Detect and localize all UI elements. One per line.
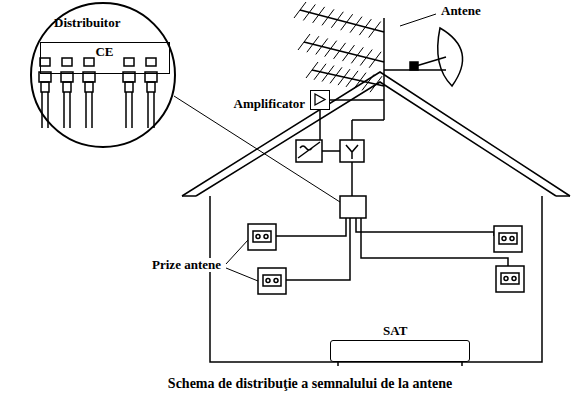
combiner-wires (322, 120, 384, 151)
antenna-sockets (248, 224, 524, 294)
combiner-to-distributor (351, 162, 353, 196)
power-supply (296, 140, 322, 162)
socket-label: Prize antene (151, 258, 222, 272)
antenna-label: Antene (440, 4, 482, 18)
distributor-box (340, 196, 366, 218)
walls (210, 196, 542, 362)
sat-receiver: SAT (330, 340, 470, 362)
amp-to-supply (319, 110, 321, 140)
wire-right-bottom (361, 218, 508, 266)
wire-right-top (356, 218, 494, 236)
amplifier-box-text: Amplificator (234, 97, 305, 111)
zoom-circle: DistribuitorCE (30, 2, 176, 148)
distributor-device-text: CE (95, 45, 113, 59)
wire-left-bottom (286, 218, 350, 280)
socket-leaders (226, 240, 258, 281)
combiner-symbol (346, 145, 358, 159)
antenna-leader (400, 14, 436, 26)
receiver-feet (338, 362, 462, 366)
zoom-leader (174, 96, 340, 202)
dish-arm (384, 57, 446, 70)
supply-symbol (298, 142, 320, 158)
caption: Schema de distribuţie a semnalului de la… (120, 376, 500, 393)
eaves (182, 195, 570, 197)
distributor-device (40, 58, 156, 66)
distributor-device: CE (40, 42, 170, 74)
roof-outer (182, 72, 570, 196)
zoom-circle-text: Distribuitor (54, 16, 120, 30)
wire-left-top (276, 218, 346, 236)
lnb (410, 62, 418, 70)
yagi-antennas (294, 2, 384, 92)
f-connectors (39, 72, 157, 128)
amplifier-symbol (311, 91, 328, 108)
amp-wire (330, 99, 384, 101)
sat-receiver-text: SAT (383, 324, 407, 338)
combiner (340, 140, 364, 162)
antenna-mast (383, 18, 385, 120)
roof-inner (196, 82, 556, 196)
amplifier-box: Amplificator (310, 90, 330, 110)
satellite-dish (438, 28, 463, 86)
